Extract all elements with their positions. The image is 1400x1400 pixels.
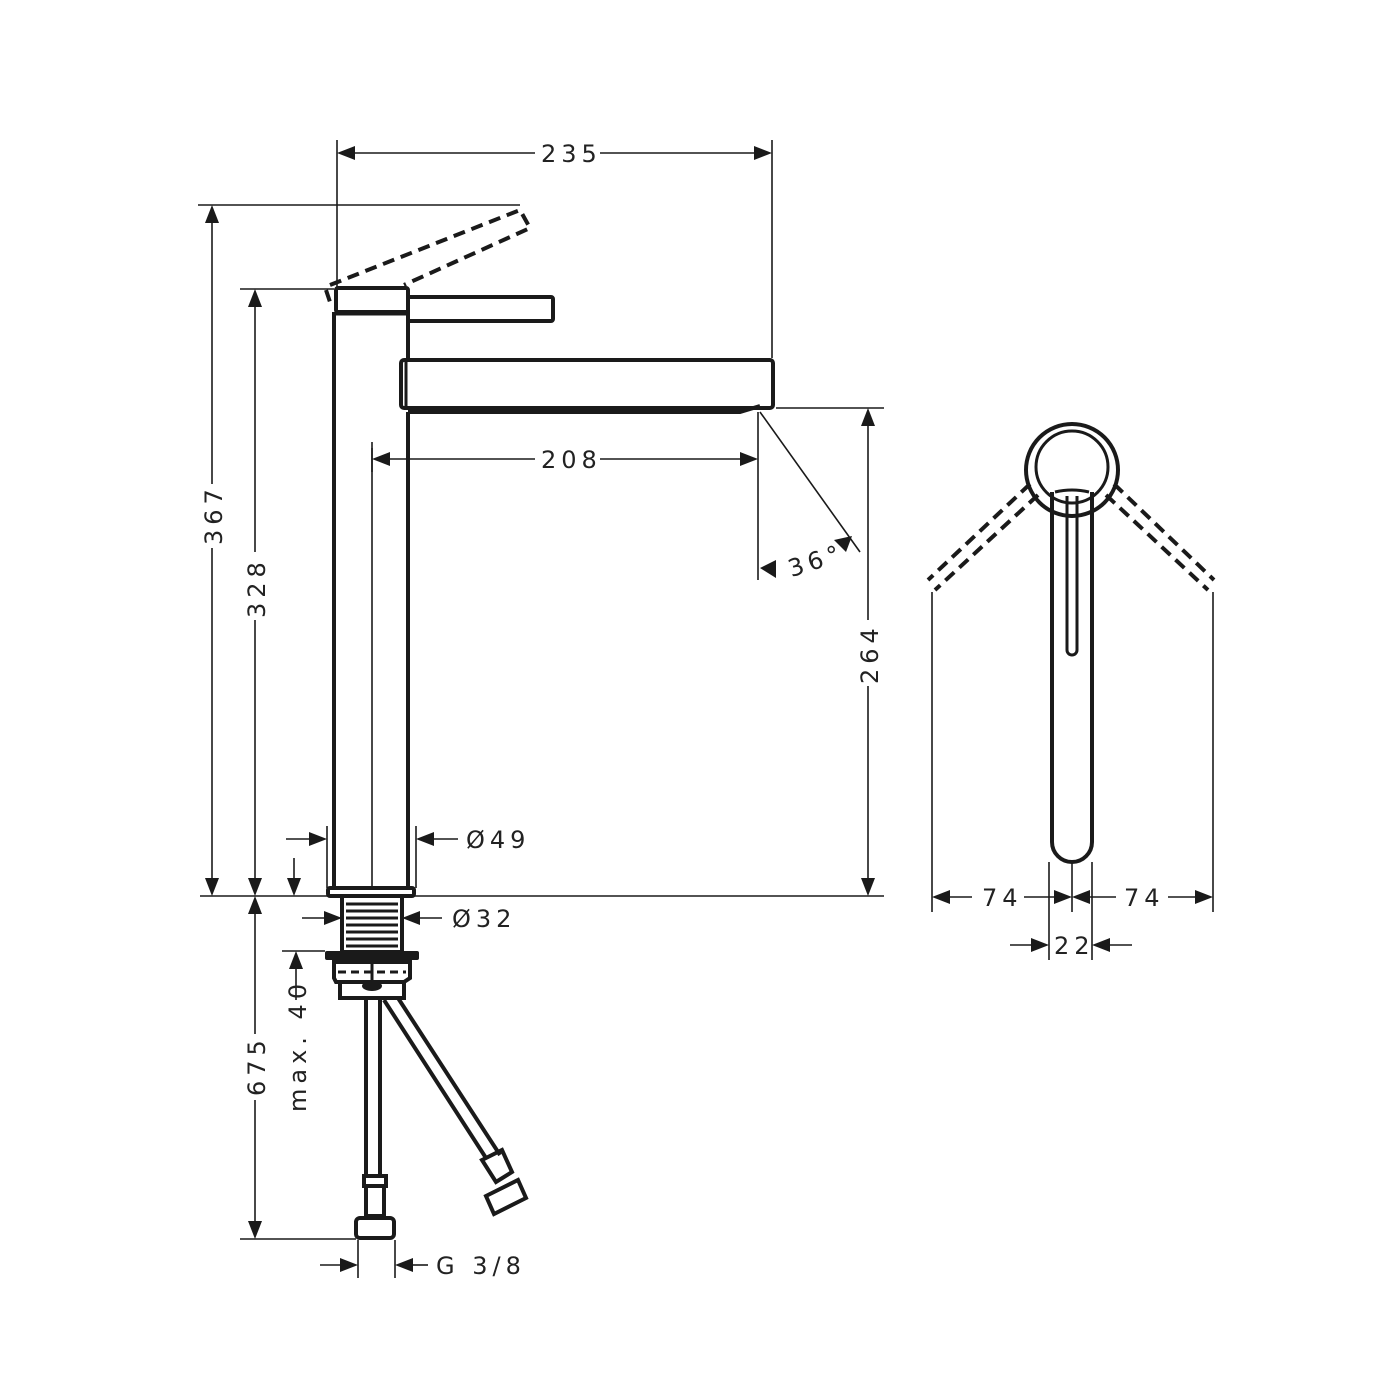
threaded-shank <box>325 894 419 1000</box>
dimension-hose-connection: G 3/8 <box>320 1240 526 1280</box>
dimension-overall-width: 235 <box>336 140 773 358</box>
dim-208: 208 <box>541 446 602 474</box>
dim-36-degree: 36° <box>785 539 848 583</box>
dimension-swing-left: 74 <box>932 884 1072 912</box>
dim-235: 235 <box>541 140 602 168</box>
lever-swing-positions <box>926 482 1216 592</box>
dimension-body-diameter: Ø49 <box>286 826 530 888</box>
dim-diameter-32: Ø32 <box>452 905 516 933</box>
dim-max-40: max. 40 <box>284 979 312 1112</box>
dimension-height-open: 367 <box>198 204 520 896</box>
supply-hoses <box>354 996 529 1240</box>
dim-328: 328 <box>243 557 271 618</box>
lever-handle <box>334 286 555 323</box>
dim-675: 675 <box>243 1035 271 1096</box>
top-view: 74 74 22 <box>926 422 1216 960</box>
dimension-hose-length: 675 <box>240 896 356 1240</box>
dimension-spout-angle: 36° <box>759 411 861 583</box>
dim-g-3-8: G 3/8 <box>436 1252 526 1280</box>
dim-264: 264 <box>856 623 884 684</box>
dim-74-left: 74 <box>982 884 1023 912</box>
spout <box>399 358 775 414</box>
dimension-lever-width: 22 <box>1010 932 1132 960</box>
dim-diameter-49: Ø49 <box>466 826 530 854</box>
dimension-spout-height: 264 <box>776 407 884 896</box>
lever-open-position <box>324 207 533 303</box>
side-view: 235 208 36° 264 <box>198 140 884 1280</box>
dimension-swing-right: 74 <box>1072 884 1213 912</box>
deck-indicator-arrow <box>287 858 301 896</box>
dimension-body-height: 328 <box>240 288 334 896</box>
dim-74-right: 74 <box>1124 884 1165 912</box>
dim-367: 367 <box>200 484 228 545</box>
dimension-spout-reach: 208 <box>371 412 759 580</box>
dimension-thread-diameter: Ø32 <box>302 905 516 933</box>
dimension-max-deck-thickness: max. 40 <box>282 950 325 1112</box>
dim-22: 22 <box>1054 932 1095 960</box>
